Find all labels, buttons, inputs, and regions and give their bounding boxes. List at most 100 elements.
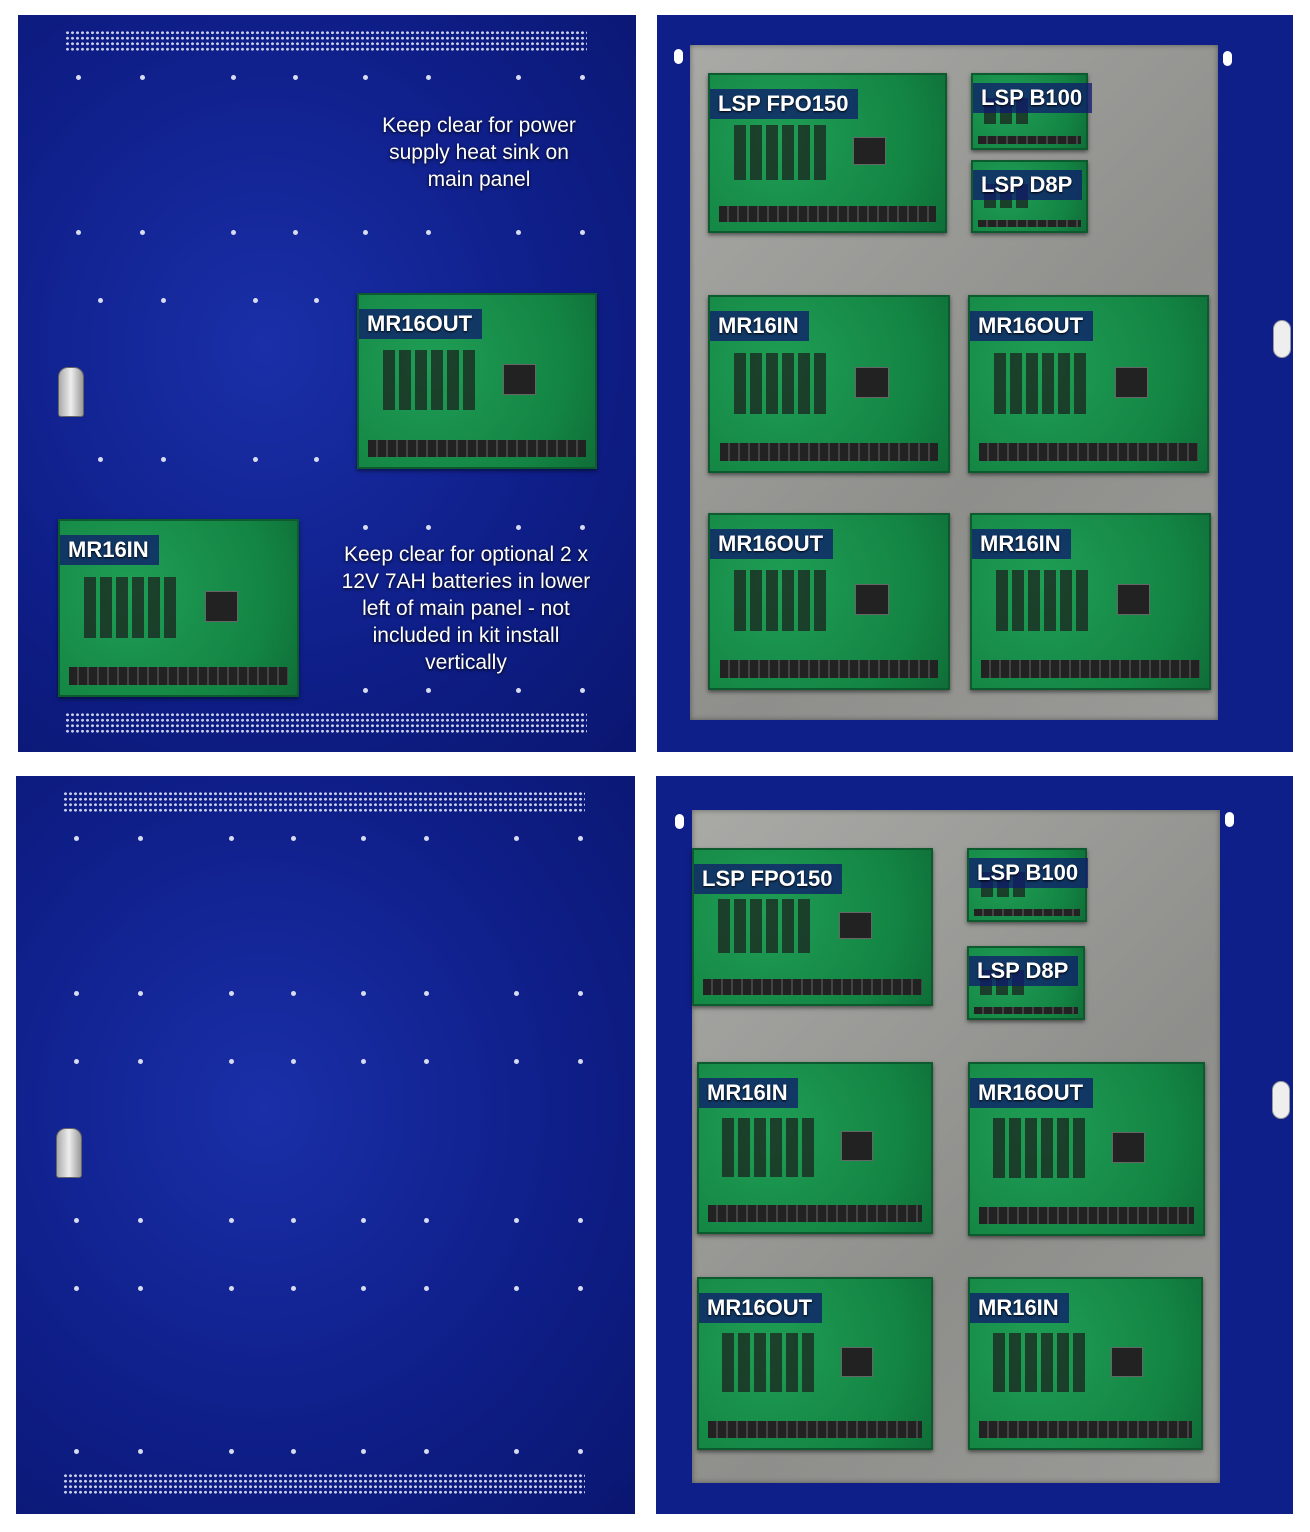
board-label: MR16OUT <box>970 311 1094 341</box>
board-label: MR16IN <box>699 1078 798 1108</box>
screw-dot <box>161 298 166 303</box>
screw-dot <box>426 230 431 235</box>
screw-dot <box>291 836 296 841</box>
vent-top <box>63 791 585 813</box>
screw-dot <box>578 991 583 996</box>
screw-dot <box>138 1286 143 1291</box>
screw-dot <box>426 688 431 693</box>
circuit-board: LSP FPO150 <box>708 73 947 233</box>
latch-icon[interactable] <box>1272 1081 1290 1119</box>
screw-dot <box>580 688 585 693</box>
screw-dot <box>231 75 236 80</box>
screw-dot <box>293 230 298 235</box>
screw-dot <box>361 1059 366 1064</box>
screw-dot <box>424 836 429 841</box>
note-heat-sink: Keep clear for power supply heat sink on… <box>382 114 576 191</box>
board-label: LSP FPO150 <box>694 864 843 894</box>
circuit-board: LSP D8P <box>971 160 1088 233</box>
board-label: LSP FPO150 <box>710 89 859 119</box>
mount-hole <box>674 49 683 64</box>
circuit-board: MR16IN <box>968 1277 1203 1450</box>
chip <box>1112 1132 1145 1163</box>
screw-dot <box>578 1059 583 1064</box>
screw-dot <box>291 991 296 996</box>
screw-dot <box>74 1449 79 1454</box>
board-label: MR16IN <box>970 1293 1069 1323</box>
circuit-board: LSP FPO150 <box>692 848 933 1006</box>
chip <box>502 363 536 395</box>
screw-dot <box>229 1218 234 1223</box>
mount-hole <box>1223 51 1232 66</box>
circuit-board: MR16IN <box>970 513 1211 690</box>
screw-dot <box>231 230 236 235</box>
screw-dot <box>514 1286 519 1291</box>
screw-dot <box>291 1286 296 1291</box>
screw-dot <box>74 991 79 996</box>
board-label: MR16IN <box>972 529 1071 559</box>
bottom-door <box>16 776 635 1514</box>
screw-dot <box>516 688 521 693</box>
screw-dot <box>74 1059 79 1064</box>
note-batteries: Keep clear for optional 2 x 12V 7AH batt… <box>341 543 591 674</box>
vent-top <box>65 30 587 52</box>
board-label: MR16OUT <box>710 529 834 559</box>
circuit-board: MR16OUT <box>968 295 1209 473</box>
chip <box>853 137 887 166</box>
screw-dot <box>424 1449 429 1454</box>
screw-dot <box>229 1059 234 1064</box>
board-label: LSP B100 <box>969 858 1089 888</box>
circuit-board: MR16OUT <box>708 513 950 690</box>
screw-dot <box>361 1218 366 1223</box>
screw-dot <box>516 230 521 235</box>
door-lock-icon[interactable] <box>58 367 84 417</box>
board-label: MR16IN <box>710 311 809 341</box>
screw-dot <box>291 1218 296 1223</box>
circuit-board: LSP B100 <box>971 73 1093 150</box>
screw-dot <box>361 836 366 841</box>
door-lock-icon[interactable] <box>56 1128 82 1178</box>
screw-dot <box>363 525 368 530</box>
screw-dot <box>363 688 368 693</box>
screw-dot <box>424 991 429 996</box>
screw-dot <box>361 1286 366 1291</box>
circuit-board: MR16IN <box>697 1062 933 1234</box>
circuit-board: MR16IN <box>58 519 299 697</box>
screw-dot <box>578 836 583 841</box>
chip <box>1110 1346 1144 1377</box>
circuit-board: MR16OUT <box>357 293 597 469</box>
screw-dot <box>314 298 319 303</box>
screw-dot <box>76 75 81 80</box>
circuit-board: MR16OUT <box>697 1277 933 1450</box>
screw-dot <box>514 836 519 841</box>
vent-bottom <box>65 712 587 734</box>
screw-dot <box>98 298 103 303</box>
screw-dot <box>229 991 234 996</box>
screw-dot <box>516 75 521 80</box>
screw-dot <box>253 457 258 462</box>
screw-dot <box>229 836 234 841</box>
screw-dot <box>138 836 143 841</box>
circuit-board: MR16IN <box>708 295 950 473</box>
mount-hole <box>1225 812 1234 827</box>
chip <box>840 1346 873 1377</box>
circuit-board: MR16OUT <box>968 1062 1205 1236</box>
screw-dot <box>138 1059 143 1064</box>
chip <box>855 366 889 398</box>
hinge <box>640 535 652 595</box>
chip <box>840 1131 873 1162</box>
screw-dot <box>229 1286 234 1291</box>
screw-dot <box>253 298 258 303</box>
screw-dot <box>361 1449 366 1454</box>
screw-dot <box>76 230 81 235</box>
screw-dot <box>578 1449 583 1454</box>
screw-dot <box>138 1218 143 1223</box>
screw-dot <box>424 1218 429 1223</box>
latch-icon[interactable] <box>1273 320 1291 358</box>
screw-dot <box>314 457 319 462</box>
screw-dot <box>424 1286 429 1291</box>
screw-dot <box>424 1059 429 1064</box>
screw-dot <box>426 525 431 530</box>
screw-dot <box>516 525 521 530</box>
screw-dot <box>363 230 368 235</box>
chip <box>1116 584 1150 616</box>
